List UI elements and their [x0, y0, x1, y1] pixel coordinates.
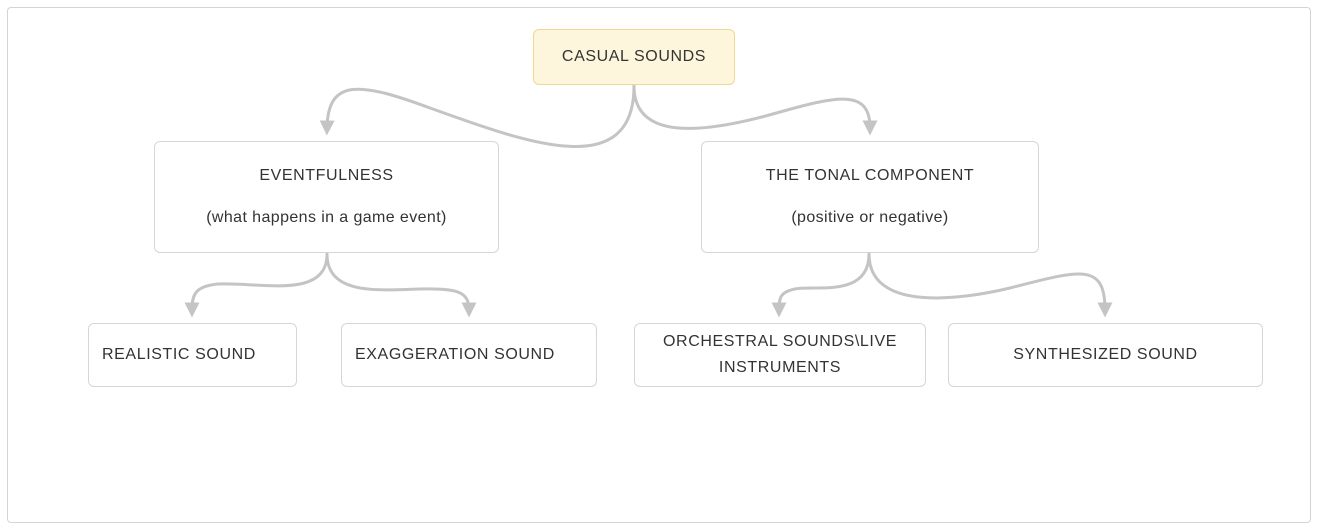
- node-eventfulness[interactable]: EVENTFULNESS (what happens in a game eve…: [154, 141, 499, 253]
- node-title: THE TONAL COMPONENT: [765, 167, 975, 184]
- node-exaggeration-sound[interactable]: EXAGGERATION SOUND: [341, 323, 597, 387]
- node-title: SYNTHESIZED SOUND: [1013, 346, 1198, 363]
- connector-eventfulness-realistic: [184, 252, 329, 318]
- node-title: REALISTIC SOUND: [102, 346, 256, 363]
- node-realistic-sound[interactable]: REALISTIC SOUND: [88, 323, 297, 387]
- connector-tonal-orchestral: [771, 252, 871, 318]
- root-node[interactable]: CASUAL SOUNDS: [533, 29, 735, 85]
- node-orchestral-sounds[interactable]: ORCHESTRAL SOUNDS\LIVE INSTRUMENTS: [634, 323, 926, 387]
- node-subtitle: (what happens in a game event): [206, 209, 447, 226]
- node-synthesized-sound[interactable]: SYNTHESIZED SOUND: [948, 323, 1263, 387]
- root-label: CASUAL SOUNDS: [561, 48, 707, 65]
- node-subtitle: (positive or negative): [791, 209, 949, 226]
- connector-root-tonal: [632, 84, 878, 136]
- node-title: EXAGGERATION SOUND: [355, 346, 555, 363]
- node-tonal-component[interactable]: THE TONAL COMPONENT (positive or negativ…: [701, 141, 1039, 253]
- connector-eventfulness-exaggeration: [325, 252, 477, 318]
- connector-tonal-synthesized: [867, 252, 1113, 318]
- connector-root-eventfulness: [319, 84, 636, 148]
- node-title: EVENTFULNESS: [259, 167, 394, 184]
- node-title: ORCHESTRAL SOUNDS\LIVE INSTRUMENTS: [663, 333, 897, 376]
- diagram-canvas: [7, 7, 1311, 523]
